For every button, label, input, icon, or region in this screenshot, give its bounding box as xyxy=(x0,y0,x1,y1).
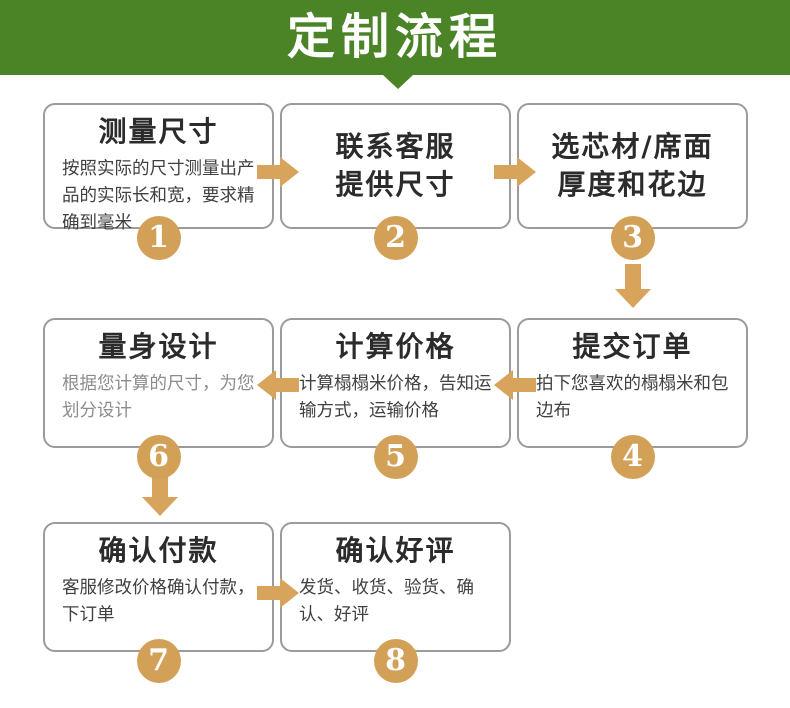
arrow-left-icon xyxy=(494,370,536,400)
step-number-badge: 1 xyxy=(136,216,181,260)
step-number-badge: 4 xyxy=(610,435,655,479)
step-number-badge: 6 xyxy=(136,435,181,479)
step-description: 拍下您喜欢的榻榻米和包边布 xyxy=(536,374,729,421)
step-title-line2: 提供尺寸 xyxy=(335,168,456,201)
arrow-right-icon xyxy=(494,157,536,187)
step-number-badge: 2 xyxy=(373,216,418,260)
arrow-left-icon xyxy=(257,370,299,400)
arrow-right-icon xyxy=(257,578,299,608)
step-box-4: 提交订单 拍下您喜欢的榻榻米和包边布 4 xyxy=(517,318,748,479)
step-box-3: 选芯材/席面 厚度和花边 3 xyxy=(517,103,748,260)
step-title: 联系客服 xyxy=(335,130,456,163)
arrow-right-icon xyxy=(257,157,299,187)
step-title: 提交订单 xyxy=(572,330,693,363)
step-description: 发货、收货、验货、确认、好评 xyxy=(299,578,474,625)
step-box-6: 量身设计 根据您计算的尺寸，为您划分设计 6 xyxy=(43,318,274,479)
step-box-8: 确认好评 发货、收货、验货、确认、好评 8 xyxy=(280,522,511,683)
step-description: 计算榻榻米价格，告知运输方式，运输价格 xyxy=(299,374,492,421)
step-description: 根据您计算的尺寸，为您划分设计 xyxy=(62,374,255,421)
step-number-badge: 8 xyxy=(373,639,418,683)
header-banner: 定制流程 xyxy=(0,0,790,75)
step-description: 客服修改价格确认付款，下订单 xyxy=(62,578,255,625)
step-title: 选芯材/席面 xyxy=(551,130,714,163)
step-box-1: 测量尺寸 按照实际的尺寸测量出产品的实际长和宽，要求精确到毫米 1 xyxy=(43,103,274,260)
step-box-7: 确认付款 客服修改价格确认付款，下订单 7 xyxy=(43,522,274,683)
step-number-badge: 7 xyxy=(136,639,181,683)
step-title-line2: 厚度和花边 xyxy=(557,168,708,201)
arrow-down-icon xyxy=(615,264,651,308)
banner-pointer-triangle xyxy=(383,75,413,89)
step-number-badge: 5 xyxy=(373,435,418,479)
step-title: 计算价格 xyxy=(335,330,456,363)
step-title: 确认好评 xyxy=(335,534,456,567)
step-title: 确认付款 xyxy=(98,534,219,567)
step-description: 按照实际的尺寸测量出产品的实际长和宽，要求精确到毫米 xyxy=(62,159,255,233)
step-title: 测量尺寸 xyxy=(98,115,219,148)
page-title: 定制流程 xyxy=(286,9,503,65)
step-box-5: 计算价格 计算榻榻米价格，告知运输方式，运输价格 5 xyxy=(280,318,511,479)
step-number-badge: 3 xyxy=(610,216,655,260)
step-box-2: 联系客服 提供尺寸 2 xyxy=(280,103,511,260)
arrow-down-icon xyxy=(142,472,178,516)
step-title: 量身设计 xyxy=(98,330,219,363)
